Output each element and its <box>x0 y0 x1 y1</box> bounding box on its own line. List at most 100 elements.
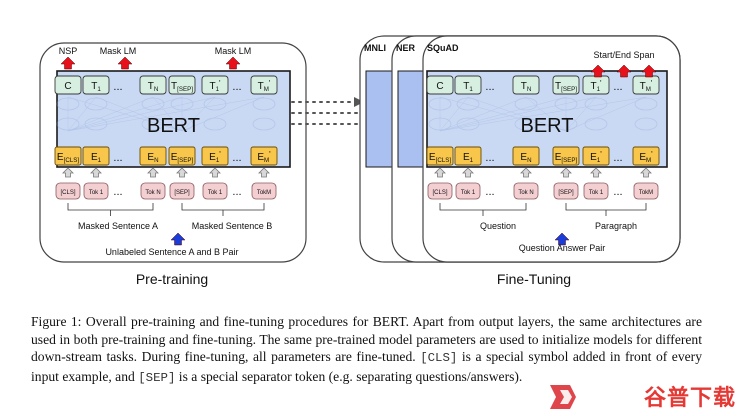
pretraining-token-box <box>251 182 277 200</box>
finetuning-input-arrow <box>434 167 446 178</box>
pretraining-token-box <box>83 182 109 200</box>
pretraining-bracket-b <box>181 203 265 216</box>
pretraining-neuron <box>252 117 276 131</box>
finetuning-link <box>439 96 527 132</box>
finetuning-embedding-label: EN <box>520 152 531 164</box>
pretraining-token-label: Tok 1 <box>208 190 223 196</box>
pretraining-embedding-box <box>82 146 110 166</box>
finetuning-embedding-box <box>426 146 454 166</box>
finetuning-output-label: T1' <box>590 79 602 93</box>
pretraining-embedding-box <box>139 146 167 166</box>
transfer-arrowhead-1 <box>354 97 364 107</box>
pretraining-embedding-ellipsis: ... <box>113 152 122 164</box>
pretraining-link <box>67 96 216 132</box>
pretraining-output-label: Mask LM <box>100 46 137 56</box>
pretraining-neuron <box>203 97 227 111</box>
pretraining-input-arrow <box>258 167 270 178</box>
pretraining-input-arrow <box>176 167 188 178</box>
finetuning-input-arrow <box>590 167 602 178</box>
finetuning-embedding-label: E[SEP] <box>555 152 578 164</box>
finetuning-token-label: [CLS] <box>432 190 447 196</box>
pretraining-token-label: [CLS] <box>60 190 75 196</box>
pretraining-output-label: NSP <box>59 46 78 56</box>
finetuning-link <box>439 96 469 132</box>
finetuning-output-ellipsis: ... <box>613 81 622 93</box>
pretraining-input-arrow <box>147 167 159 178</box>
finetuning-embedding-label: E[CLS] <box>429 152 451 164</box>
finetuning-neuron <box>456 117 480 131</box>
pretraining-output-box <box>168 75 196 95</box>
pretraining-input-arrow <box>90 167 102 178</box>
pretraining-embedding-box <box>168 146 196 166</box>
pretraining-neuron <box>141 97 165 111</box>
finetuning-output-label: TM' <box>640 79 653 93</box>
pretraining-embedding-box <box>201 146 229 166</box>
finetuning-red-arrow <box>641 64 657 78</box>
finetuning-input-arrow <box>640 167 652 178</box>
pretraining-token-label: Tok N <box>145 190 160 196</box>
pretraining-neuron <box>170 97 194 111</box>
pretraining-neuron <box>252 97 276 111</box>
finetuning-input-arrow <box>462 167 474 178</box>
finetuning-token-label: Tok 1 <box>461 190 476 196</box>
finetuning-model-name: BERT <box>521 115 574 137</box>
pretraining-neuron <box>56 97 80 111</box>
finetuning-token-label: TokM <box>639 190 653 196</box>
finetuning-input-arrow <box>520 167 532 178</box>
pretraining-output-label: TN <box>148 81 159 93</box>
pretraining-output-label: T1' <box>209 79 221 93</box>
pretraining-input-arrow <box>62 167 74 178</box>
task-encoder-strip-1 <box>397 70 425 168</box>
pretraining-bracket-a <box>67 203 154 216</box>
pretraining-token-ellipsis: ... <box>232 186 241 198</box>
pretraining-token-label: [SEP] <box>174 190 190 196</box>
pretraining-neuron <box>56 117 80 131</box>
finetuning-red-arrow <box>590 64 606 78</box>
finetuning-output-label: TN <box>521 81 532 93</box>
finetuning-output-label: T[SEP] <box>555 81 577 93</box>
task-label: SQuAD <box>427 43 459 53</box>
task-encoder-strip-0 <box>365 70 393 168</box>
pretraining-link <box>67 96 183 132</box>
finetuning-link <box>525 96 567 132</box>
pretraining-embedding-box <box>54 146 82 166</box>
finetuning-embedding-ellipsis: ... <box>613 152 622 164</box>
finetuning-embedding-box <box>454 146 482 166</box>
finetuning-neuron <box>428 117 452 131</box>
pretraining-token-box <box>202 182 228 200</box>
pretraining-red-arrow <box>60 56 76 70</box>
pretraining-input-label: Unlabeled Sentence A and B Pair <box>105 247 238 257</box>
finetuning-neuron <box>584 117 608 131</box>
finetuning-link <box>439 96 567 132</box>
pretraining-output-label: T1 <box>91 81 101 93</box>
pretraining-output-box <box>139 75 167 95</box>
finetuning-embedding-box <box>632 146 660 166</box>
pretraining-output-label: T[SEP] <box>171 81 193 93</box>
pretraining-output-label: C <box>64 81 71 92</box>
task-label: MNLI <box>364 43 386 53</box>
task-label: NER <box>396 43 416 53</box>
finetuning-link <box>439 96 567 132</box>
finetuning-token-ellipsis: ... <box>613 186 622 198</box>
finetuning-token-label: Tok 1 <box>589 190 604 196</box>
pretraining-embedding-label: EM' <box>257 150 271 164</box>
finetuning-neuron <box>584 97 608 111</box>
pretraining-output-label: Mask LM <box>215 46 252 56</box>
finetuning-output-label: T1 <box>463 81 473 93</box>
finetuning-segment-a: Question <box>480 221 516 231</box>
finetuning-red-arrow <box>616 64 632 78</box>
pretraining-neuron <box>84 97 108 111</box>
pretraining-link <box>67 96 154 132</box>
finetuning-encoder-links <box>428 96 658 132</box>
finetuning-neuron <box>514 97 538 111</box>
finetuning-neuron <box>554 97 578 111</box>
pretraining-red-arrow <box>117 56 133 70</box>
pretraining-embedding-ellipsis: ... <box>232 152 241 164</box>
finetuning-bracket-a <box>439 203 527 216</box>
pretraining-output-box <box>82 75 110 95</box>
pretraining-link <box>67 96 265 132</box>
finetuning-input-label: Question Answer Pair <box>519 243 606 253</box>
sep-token-inline: [SEP] <box>138 370 176 385</box>
